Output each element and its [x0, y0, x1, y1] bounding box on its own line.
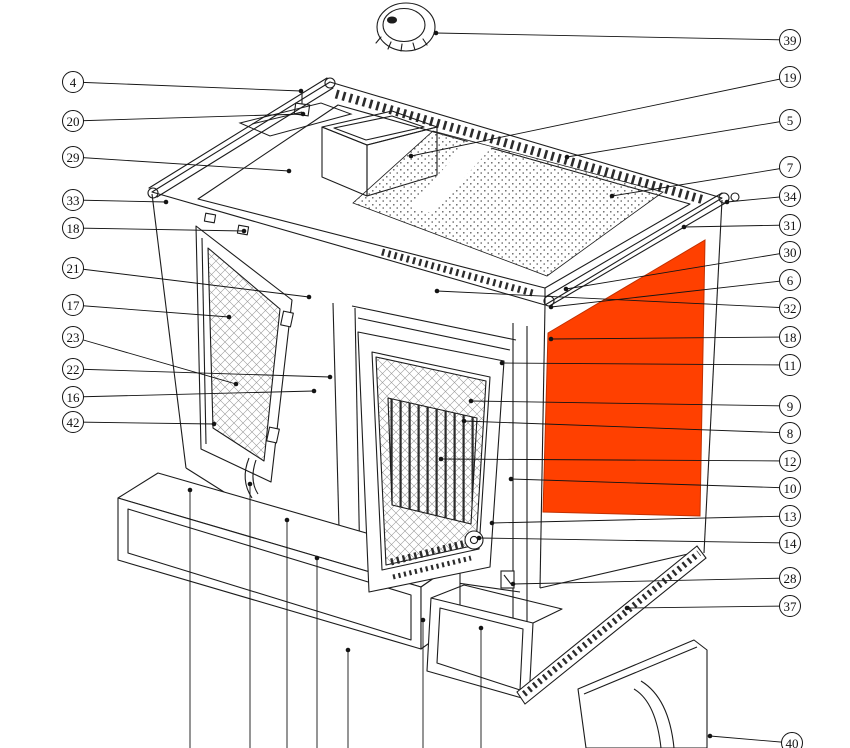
hob-texture: [352, 130, 664, 277]
leader-dot-32: [434, 288, 440, 294]
leader-line-29: [72, 156, 290, 172]
leader-line-22: [72, 368, 331, 378]
leader-line-39: [435, 32, 791, 41]
leader-dot-9: [468, 398, 474, 404]
cropped-leader-dot-1: [247, 481, 253, 487]
leader-dot-39: [433, 30, 439, 36]
rear-panel: [577, 639, 708, 748]
burner-lid: [375, 2, 436, 52]
cropped-leader-dot-0: [187, 487, 193, 493]
leader-dot-28: [510, 581, 516, 587]
leader-line-33: [72, 199, 167, 203]
leader-dot-29: [286, 168, 292, 174]
leader-line-17: [72, 304, 230, 318]
leader-line-8: [463, 420, 791, 434]
cropped-leader-dot-5: [420, 617, 426, 623]
leader-line-13: [491, 515, 791, 524]
leader-dot-7: [609, 193, 615, 199]
leader-line-11: [501, 362, 791, 366]
door-hinge: [266, 426, 280, 444]
leader-line-28: [512, 577, 791, 585]
leader-line-18: [550, 336, 791, 340]
vent-slots: [390, 538, 471, 566]
leader-line-4: [72, 81, 302, 92]
leader-line-18: [72, 227, 245, 232]
cropped-leader-dot-4: [345, 647, 351, 653]
leader-dot-21: [306, 294, 312, 300]
leader-line-16: [72, 390, 315, 398]
leader-line-14: [478, 537, 791, 544]
leader-dot-8: [461, 418, 467, 424]
leader-line-10: [510, 478, 791, 489]
handle-rails: [147, 77, 740, 307]
leader-line-42: [72, 421, 215, 425]
leader-dot-30: [563, 286, 569, 292]
cropped-leader-dot-2: [284, 517, 290, 523]
leader-line-32: [436, 290, 791, 309]
side-panel-highlight: [542, 239, 706, 517]
leader-dot-18: [548, 336, 554, 342]
leader-line-9: [470, 400, 791, 407]
grate-bars: [387, 397, 478, 525]
leader-dot-4: [298, 88, 304, 94]
leader-line-37: [626, 605, 791, 609]
leader-line-40: [709, 735, 793, 744]
leader-line-20: [72, 113, 304, 122]
leader-line-12: [440, 458, 791, 462]
leader-line-23: [72, 336, 237, 385]
leader-dot-11: [499, 360, 505, 366]
cropped-leader-dot-6: [478, 625, 484, 631]
leader-dot-10: [508, 476, 514, 482]
leader-line-31: [683, 224, 791, 228]
top-frame: [151, 81, 723, 306]
leader-line-21: [72, 267, 310, 298]
leader-dot-40: [707, 733, 713, 739]
leader-dot-19: [408, 153, 414, 159]
leader-dot-14: [476, 535, 482, 541]
left-door: [195, 225, 294, 499]
leader-dot-42: [211, 421, 217, 427]
leader-line-19: [410, 76, 791, 157]
leader-dot-31: [681, 224, 687, 230]
leader-line-34: [726, 195, 791, 203]
leader-dot-22: [327, 374, 333, 380]
leader-dot-20: [300, 111, 306, 117]
firebox-door: [357, 331, 505, 593]
leader-dot-17: [226, 314, 232, 320]
base-trim: [516, 545, 707, 705]
door-hinge: [280, 310, 294, 328]
cropped-leader-dot-3: [314, 555, 320, 561]
leader-dot-37: [624, 605, 630, 611]
leader-line-6: [550, 279, 791, 308]
leader-line-30: [565, 251, 791, 290]
leader-dot-6: [548, 304, 554, 310]
leader-line-7: [611, 166, 791, 197]
leader-dot-5: [564, 154, 570, 160]
leader-dot-12: [438, 456, 444, 462]
leader-dot-13: [489, 520, 495, 526]
leader-dot-34: [724, 199, 730, 205]
leader-dot-18: [241, 228, 247, 234]
leader-dot-33: [163, 199, 169, 205]
leader-dot-23: [233, 381, 239, 387]
leader-line-5: [566, 119, 791, 158]
air-control-knob: [464, 530, 484, 550]
leader-dot-16: [311, 388, 317, 394]
